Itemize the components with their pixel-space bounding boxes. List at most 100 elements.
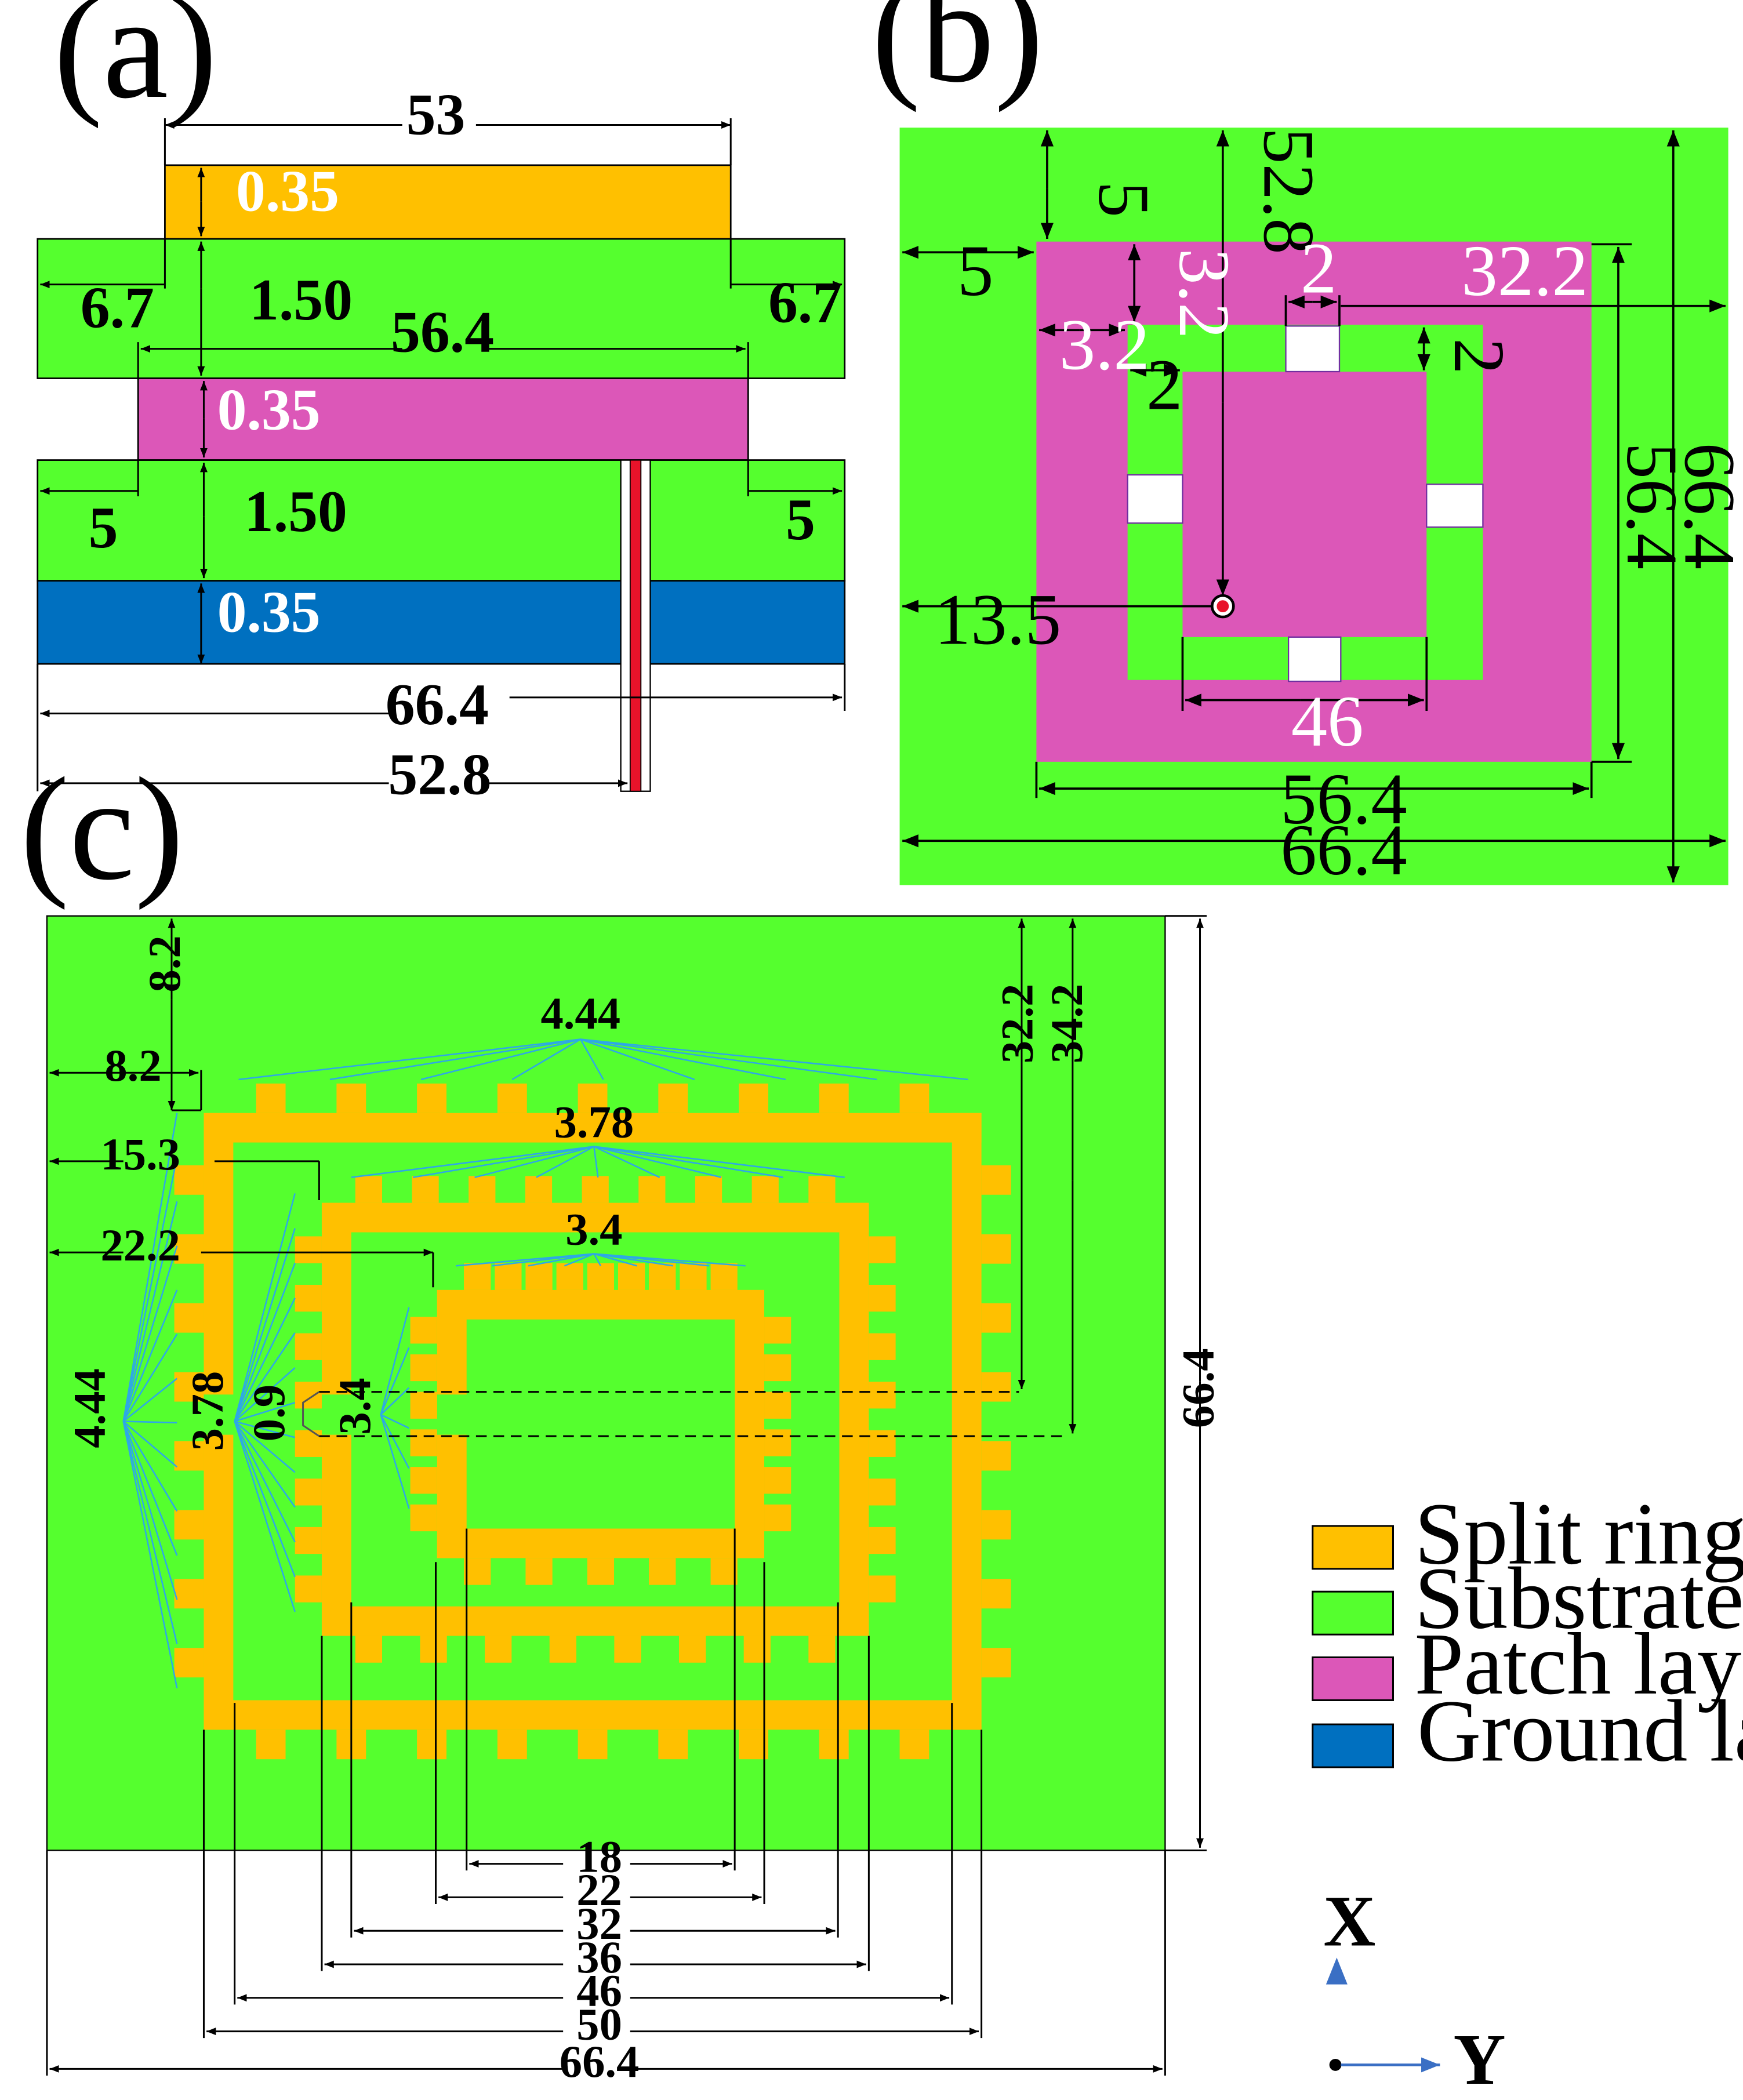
feed-point (1211, 594, 1235, 619)
srr-ring-1-stub-left (174, 1234, 204, 1264)
srr-ring-2-stub-bottom (355, 1636, 383, 1663)
srr-ring-1-stub-top (497, 1083, 527, 1113)
dim-b-inner-patch: 46 (1291, 682, 1364, 762)
srr-ring-2-stub-left (295, 1478, 322, 1506)
srr-ring-1-stub-top (819, 1083, 849, 1113)
dim-a-offset-right: 6.7 (768, 270, 842, 335)
dim-c-side-outer: 4.44 (64, 1368, 115, 1448)
srr-ring-1-left-lower (204, 1434, 234, 1730)
srr-ring-2-stub-left (295, 1527, 322, 1554)
srr-ring-1-stub-bottom (819, 1730, 849, 1760)
srr-ring-1-stub-right (981, 1579, 1011, 1609)
srr-ring-2-stub-top (638, 1176, 666, 1203)
slot-left (1127, 474, 1183, 524)
srr-ring-1-bottom (204, 1700, 982, 1730)
dim-a-top-width: 53 (406, 82, 466, 148)
srr-ring-2-stub-left (295, 1575, 322, 1603)
srr-ring-3-stub-left (410, 1317, 437, 1344)
dim-a-ground-thickness: 0.35 (217, 580, 321, 645)
legend-label-srr: Split ring resonator (1414, 1485, 1743, 1583)
srr-ring-1-stub-bottom (578, 1730, 608, 1760)
dim-a-offset-bottom-right: 5 (786, 487, 815, 553)
dim-b-slot-offset: 32.2 (1461, 231, 1588, 311)
srr-ring-2-top (321, 1202, 869, 1233)
srr-ring-2-stub-left (295, 1236, 322, 1263)
srr-ring-2-stub-bottom (808, 1636, 836, 1663)
srr-ring-3-stub-top (649, 1263, 676, 1290)
srr-ring-2-stub-right (869, 1236, 896, 1263)
srr-ring-2-stub-bottom (679, 1636, 706, 1663)
srr-ring-3-right (735, 1289, 765, 1558)
srr-ring-1-stub-left (174, 1165, 204, 1195)
srr-ring-1-stub-right (981, 1234, 1011, 1264)
dim-b-slot-width: 2 (1301, 229, 1337, 309)
srr-ring-2-stub-right (869, 1478, 896, 1506)
dim-a-total-width: 66.4 (386, 672, 489, 737)
srr-ring-3-stub-top (710, 1263, 738, 1290)
axis-x-label: X (1323, 1882, 1375, 1962)
dim-b-patch-side: 56.4 (1611, 443, 1691, 570)
srr-ring-1-stub-bottom (497, 1730, 527, 1760)
coordinate-axes: X Y (1323, 1882, 1505, 2100)
srr-ring-1-stub-left (174, 1372, 204, 1402)
dim-b-bottom-total: 66.4 (1280, 811, 1407, 891)
srr-ring-1-stub-left (174, 1303, 204, 1333)
dim-c-w46: 46 (576, 1966, 622, 2017)
srr-ring-1-stub-bottom (658, 1730, 688, 1760)
dim-c-side-middle: 3.78 (183, 1371, 233, 1451)
slot-bottom (1287, 636, 1342, 682)
srr-ring-3-stub-top (618, 1263, 645, 1290)
dim-b-substrate-side: 66.4 (1669, 443, 1743, 570)
srr-ring-3-stub-bottom (649, 1558, 676, 1585)
srr-ring-2-stub-top (412, 1176, 439, 1203)
dim-a-substrate-2: 1.50 (244, 479, 347, 544)
slot-right (1426, 484, 1484, 528)
srr-ring-1-stub-right (981, 1441, 1011, 1471)
srr-ring-1-stub-top (336, 1083, 366, 1113)
legend-swatch-ground (1312, 1723, 1394, 1768)
dim-a-feed-position: 52.8 (388, 742, 491, 807)
coax-feed (620, 459, 651, 792)
dim-b-feed-y: 13.5 (935, 580, 1062, 660)
axis-y-label: Y (1454, 2020, 1506, 2100)
dim-a-offset-left: 6.7 (81, 275, 154, 341)
srr-ring-3-stub-top (556, 1263, 583, 1290)
srr-ring-1-stub-bottom (899, 1730, 929, 1760)
srr-ring-3-stub-left (410, 1467, 437, 1494)
srr-ring-3-stub-top (464, 1263, 491, 1290)
axis-origin-icon (1329, 2059, 1342, 2071)
dim-c-w22: 22 (576, 1865, 622, 1916)
srr-ring-2-left-upper (321, 1202, 351, 1395)
dim-b-ring-width-v: 3.2 (1164, 248, 1244, 339)
legend-swatch-patch (1312, 1656, 1394, 1701)
srr-ring-1-stub-left (174, 1510, 204, 1540)
srr-ring-2-stub-top (582, 1176, 609, 1203)
dim-c-w66: 66.4 (560, 2037, 640, 2087)
srr-ring-1-stub-right (981, 1648, 1011, 1678)
srr-ring-2-stub-bottom (614, 1636, 641, 1663)
srr-ring-3-stub-right (764, 1354, 791, 1382)
srr-ring-3-stub-right (764, 1429, 791, 1456)
srr-ring-3-stub-top (495, 1263, 522, 1290)
dim-c-side-inner: 3.4 (330, 1378, 380, 1434)
dim-a-patch-width: 56.4 (391, 299, 494, 365)
srr-ring-2-stub-top (751, 1176, 779, 1203)
srr-ring-1-left-upper (204, 1113, 234, 1395)
dim-c-stub-middle: 3.78 (554, 1097, 634, 1147)
srr-ring-2-stub-top (469, 1176, 496, 1203)
dim-c-w50: 50 (576, 1999, 622, 2050)
panel-b: (b) (872, 0, 1743, 891)
srr-ring-2-stub-right (869, 1333, 896, 1360)
srr-ring-2-stub-right (869, 1284, 896, 1312)
dim-a-srr-thickness: 0.35 (236, 158, 339, 224)
srr-ring-3-stub-top (680, 1263, 707, 1290)
patch-layer (137, 377, 749, 461)
srr-ring-1-stub-bottom (739, 1730, 768, 1760)
srr-layer (164, 164, 732, 240)
srr-ring-1-stub-right (981, 1303, 1011, 1333)
panel-c-label: (c) (20, 747, 184, 911)
dim-b-margin-top: 5 (1083, 181, 1163, 217)
srr-ring-3-stub-left (410, 1429, 437, 1456)
srr-ring-2-right (839, 1202, 869, 1636)
slot-top (1285, 325, 1341, 373)
